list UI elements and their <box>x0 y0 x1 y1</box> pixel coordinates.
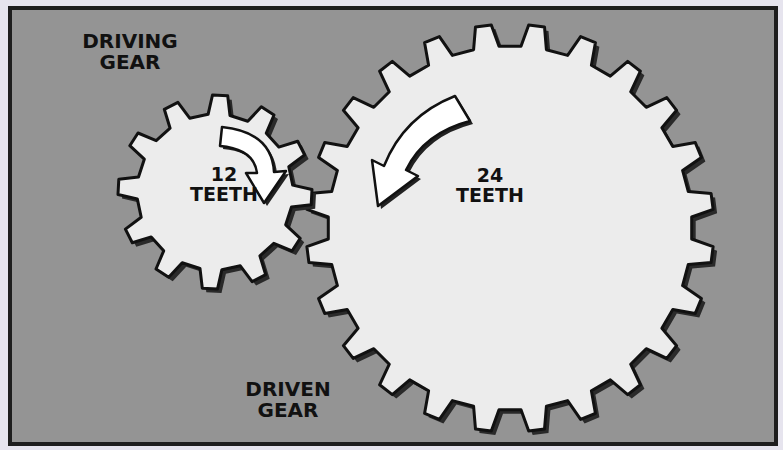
gear-heading: DRIVEN GEAR <box>245 379 330 421</box>
driven-gear: 24 TEETHDRIVEN GEAR <box>306 24 714 432</box>
background-panel: 24 TEETHDRIVEN GEARDRIVING GEAR12 TEETH <box>8 6 778 446</box>
gear-heading: DRIVING GEAR <box>82 31 178 73</box>
rotation-arrow <box>372 96 470 206</box>
gear-body <box>118 95 312 289</box>
gear-outline <box>306 24 714 432</box>
driving-gear: DRIVING GEAR12 TEETH <box>118 95 312 289</box>
gear-body <box>307 25 713 431</box>
teeth-count: 12 TEETH <box>190 165 258 205</box>
teeth-count: 24 TEETH <box>456 166 524 206</box>
